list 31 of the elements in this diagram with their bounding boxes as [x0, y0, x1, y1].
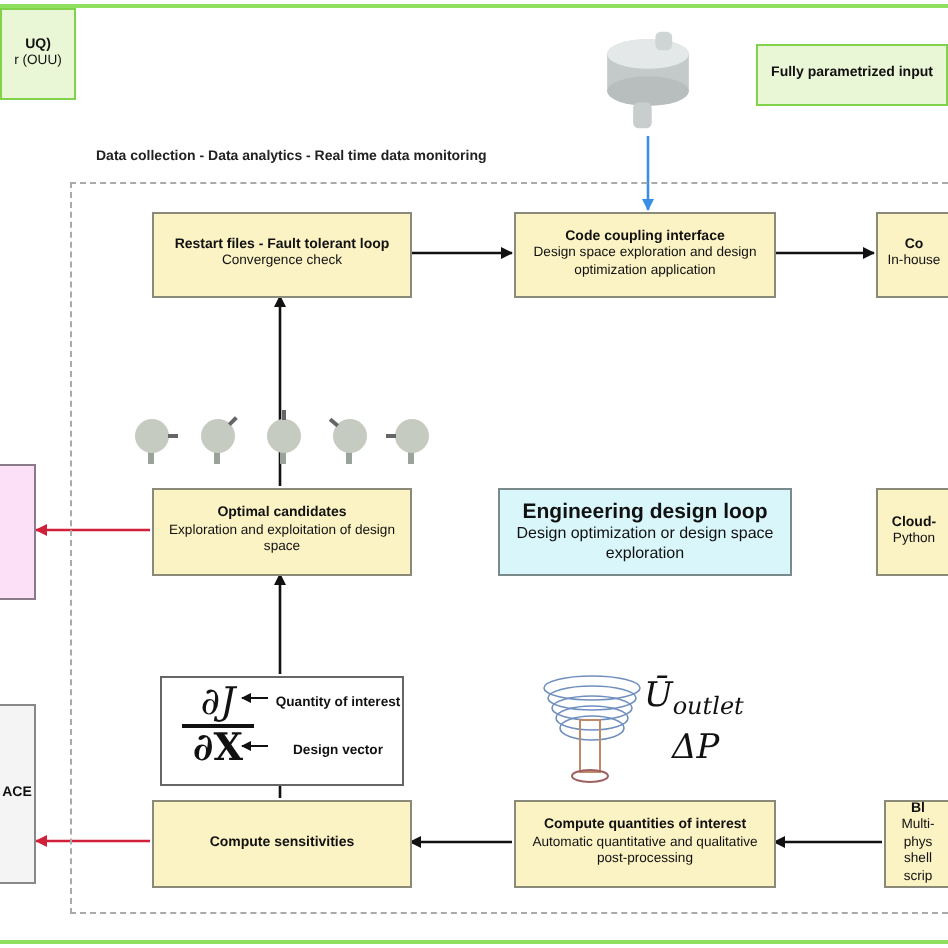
formula-box: [160, 676, 404, 786]
process-box: [884, 800, 948, 888]
formula-term: ∂X: [191, 729, 245, 767]
process-box: [514, 800, 776, 888]
process-box: [876, 488, 948, 576]
process-box: [152, 800, 412, 888]
output-box: [0, 464, 36, 600]
process-box: [876, 212, 948, 298]
arrow: [35, 524, 150, 536]
math-symbol: Ū$_{outlet}$: [644, 676, 744, 720]
arrow: [642, 136, 654, 211]
arrow: [774, 247, 875, 259]
process-box: [152, 488, 412, 576]
process-box: [152, 212, 412, 298]
process-box: [498, 488, 792, 576]
process-box: [0, 704, 36, 884]
arrow: [409, 836, 512, 848]
arrow: [35, 835, 150, 847]
leader-line: [241, 741, 269, 751]
arrow: [773, 836, 882, 848]
process-box: [0, 8, 76, 100]
arrow: [274, 295, 286, 486]
box-title: Engineering design loop: [522, 499, 768, 525]
process-box: [756, 44, 948, 106]
leader-line: [241, 693, 269, 703]
math-symbol: ΔP: [672, 728, 720, 768]
formula-term: ∂J: [198, 684, 239, 722]
arrow: [274, 573, 286, 674]
box-description: Design optimization or design space exploration: [514, 524, 776, 565]
arrow: [410, 247, 513, 259]
process-box: [514, 212, 776, 298]
